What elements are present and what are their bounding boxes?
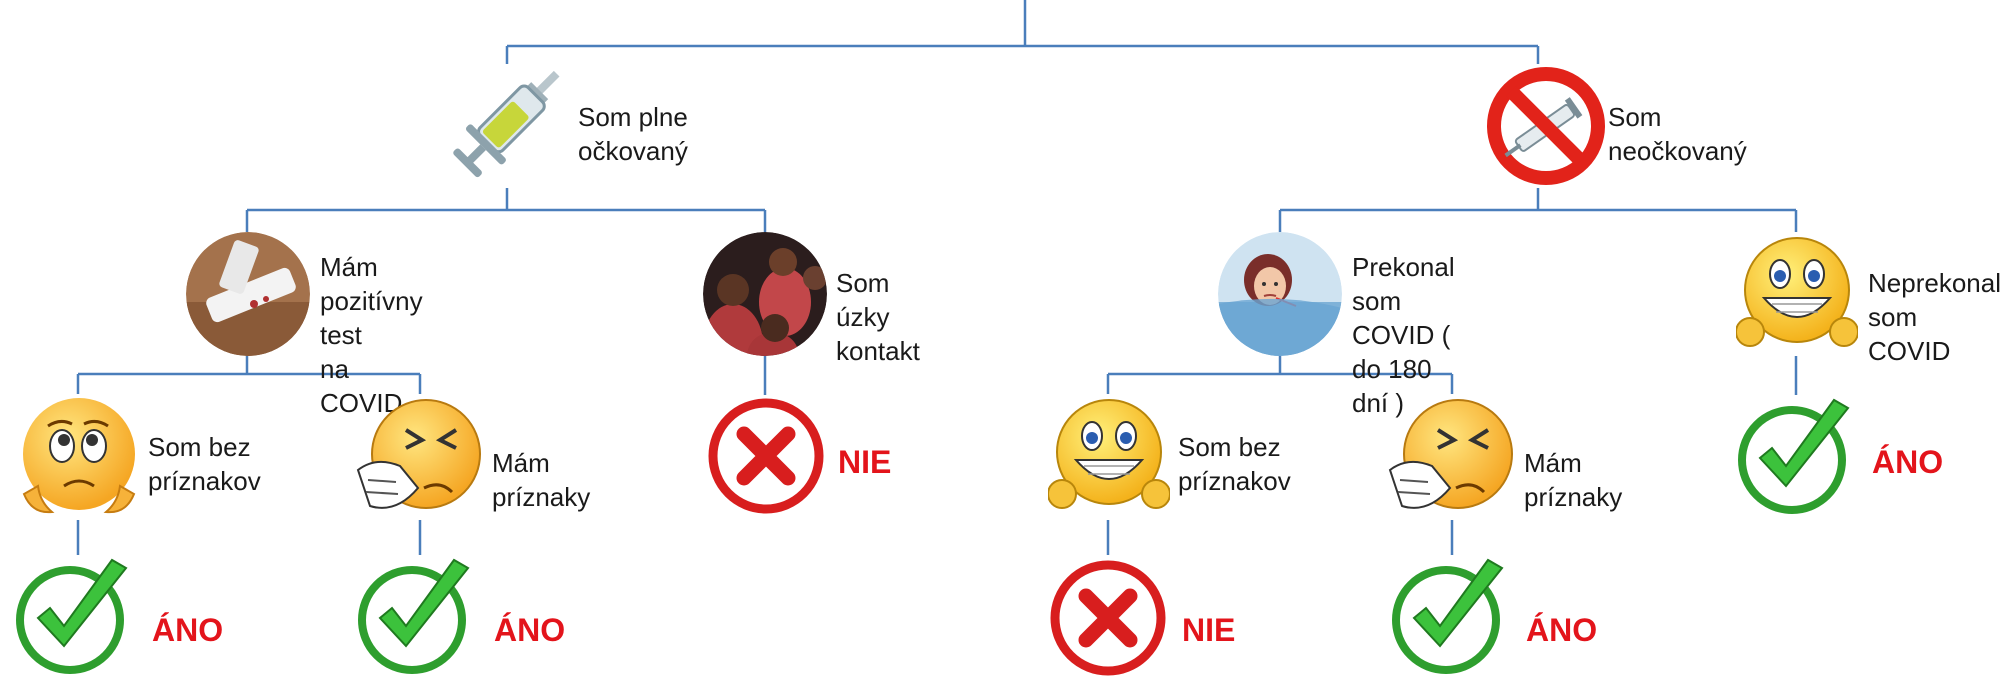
- sneezing-emoji-icon: [356, 399, 481, 509]
- sick-person-photo: [1218, 232, 1342, 356]
- red-cross-icon: [1050, 560, 1166, 676]
- red-cross-icon: [708, 398, 824, 514]
- grinning-emoji-icon: [1048, 399, 1170, 509]
- answer-yes: ÁNO: [1526, 612, 1598, 648]
- label-symptoms: Mám príznaky: [492, 448, 591, 512]
- label-positive-test: Mám pozitívny test na COVID: [320, 252, 423, 418]
- answer-yes: ÁNO: [152, 612, 224, 648]
- syringe-icon: [453, 70, 560, 178]
- sneezing-emoji-icon: [1388, 399, 1513, 509]
- label-close-contact: Som úzky kontakt: [836, 268, 920, 366]
- label-symptoms-recovered: Mám príznaky: [1524, 448, 1623, 512]
- label-not-recovered: Neprekonal som COVID: [1868, 268, 2001, 366]
- crowd-photo: [703, 232, 827, 356]
- worried-emoji-icon: [22, 398, 136, 514]
- green-check-icon: [1392, 558, 1504, 674]
- green-check-icon: [16, 558, 128, 674]
- answer-yes: ÁNO: [494, 612, 566, 648]
- grinning-emoji-icon: [1736, 237, 1858, 347]
- label-unvaccinated: Som neočkovaný: [1608, 102, 1747, 166]
- no-syringe-icon: [1487, 67, 1605, 185]
- label-no-symptoms-recovered: Som bez príznakov: [1178, 432, 1291, 496]
- label-fully-vaccinated: Som plne očkovaný: [578, 102, 688, 166]
- green-check-icon: [1738, 398, 1850, 514]
- rapid-test-photo: [186, 232, 310, 356]
- green-check-icon: [358, 558, 470, 674]
- answer-no: NIE: [838, 444, 892, 480]
- label-no-symptoms: Som bez príznakov: [148, 432, 261, 496]
- answer-no: NIE: [1182, 612, 1236, 648]
- label-recovered: Prekonal som COVID ( do 180 dní ): [1352, 252, 1455, 418]
- answer-yes: ÁNO: [1872, 444, 1944, 480]
